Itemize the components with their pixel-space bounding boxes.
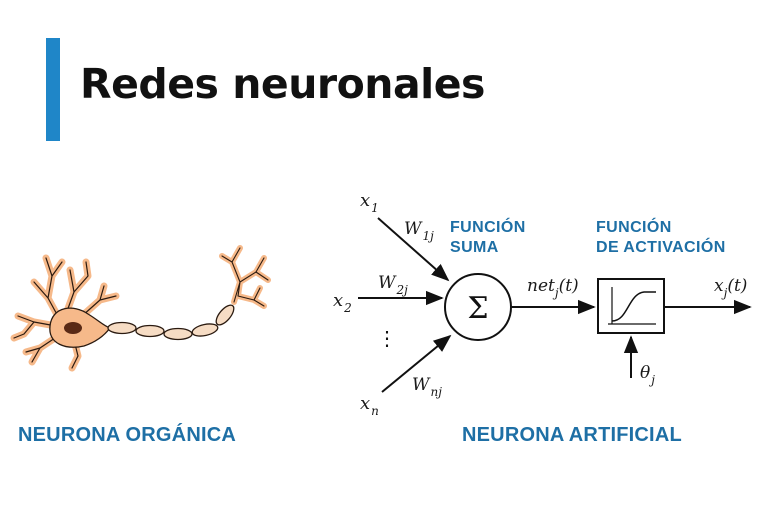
output-label: xj(t) — [714, 276, 747, 300]
title-accent-bar — [46, 38, 60, 141]
input-arrow-1 — [377, 217, 450, 282]
input-arrow-n — [381, 334, 452, 393]
input-label-x1: x1 — [360, 190, 379, 215]
weight-label-w1: W1j — [404, 219, 434, 243]
caption-organic-neuron: NEURONA ORGÁNICA — [18, 424, 237, 446]
threshold-label: θj — [640, 363, 655, 387]
weight-label-wn: Wnj — [412, 375, 442, 399]
sigmoid-icon — [608, 287, 656, 325]
activation-label-line2: DE ACTIVACIÓN — [596, 237, 726, 256]
input-label-xn: xn — [360, 393, 379, 418]
organic-neuron-illustration — [10, 245, 271, 372]
sum-symbol: Σ — [467, 291, 488, 326]
activation-label-line1: FUNCIÓN — [596, 217, 672, 236]
page-title: Redes neuronales — [80, 60, 485, 108]
sum-label-line2: SUMA — [450, 239, 499, 256]
sum-label-line1: FUNCIÓN — [450, 217, 526, 236]
caption-artificial-neuron: NEURONA ARTIFICIAL — [462, 424, 682, 446]
artificial-neuron-diagram: x1 x2 ⋮ xn W1j W2j Wnj Σ FUNCIÓN SUMA ne… — [333, 190, 752, 418]
net-label: netj(t) — [527, 276, 579, 300]
input-label-x2: x2 — [333, 290, 352, 315]
axon-terminals — [219, 245, 271, 309]
weight-label-w2: W2j — [378, 273, 408, 297]
activation-box — [597, 278, 665, 334]
axon — [107, 304, 235, 341]
neuron-nucleus — [64, 322, 82, 334]
input-dots: ⋮ — [377, 326, 397, 350]
